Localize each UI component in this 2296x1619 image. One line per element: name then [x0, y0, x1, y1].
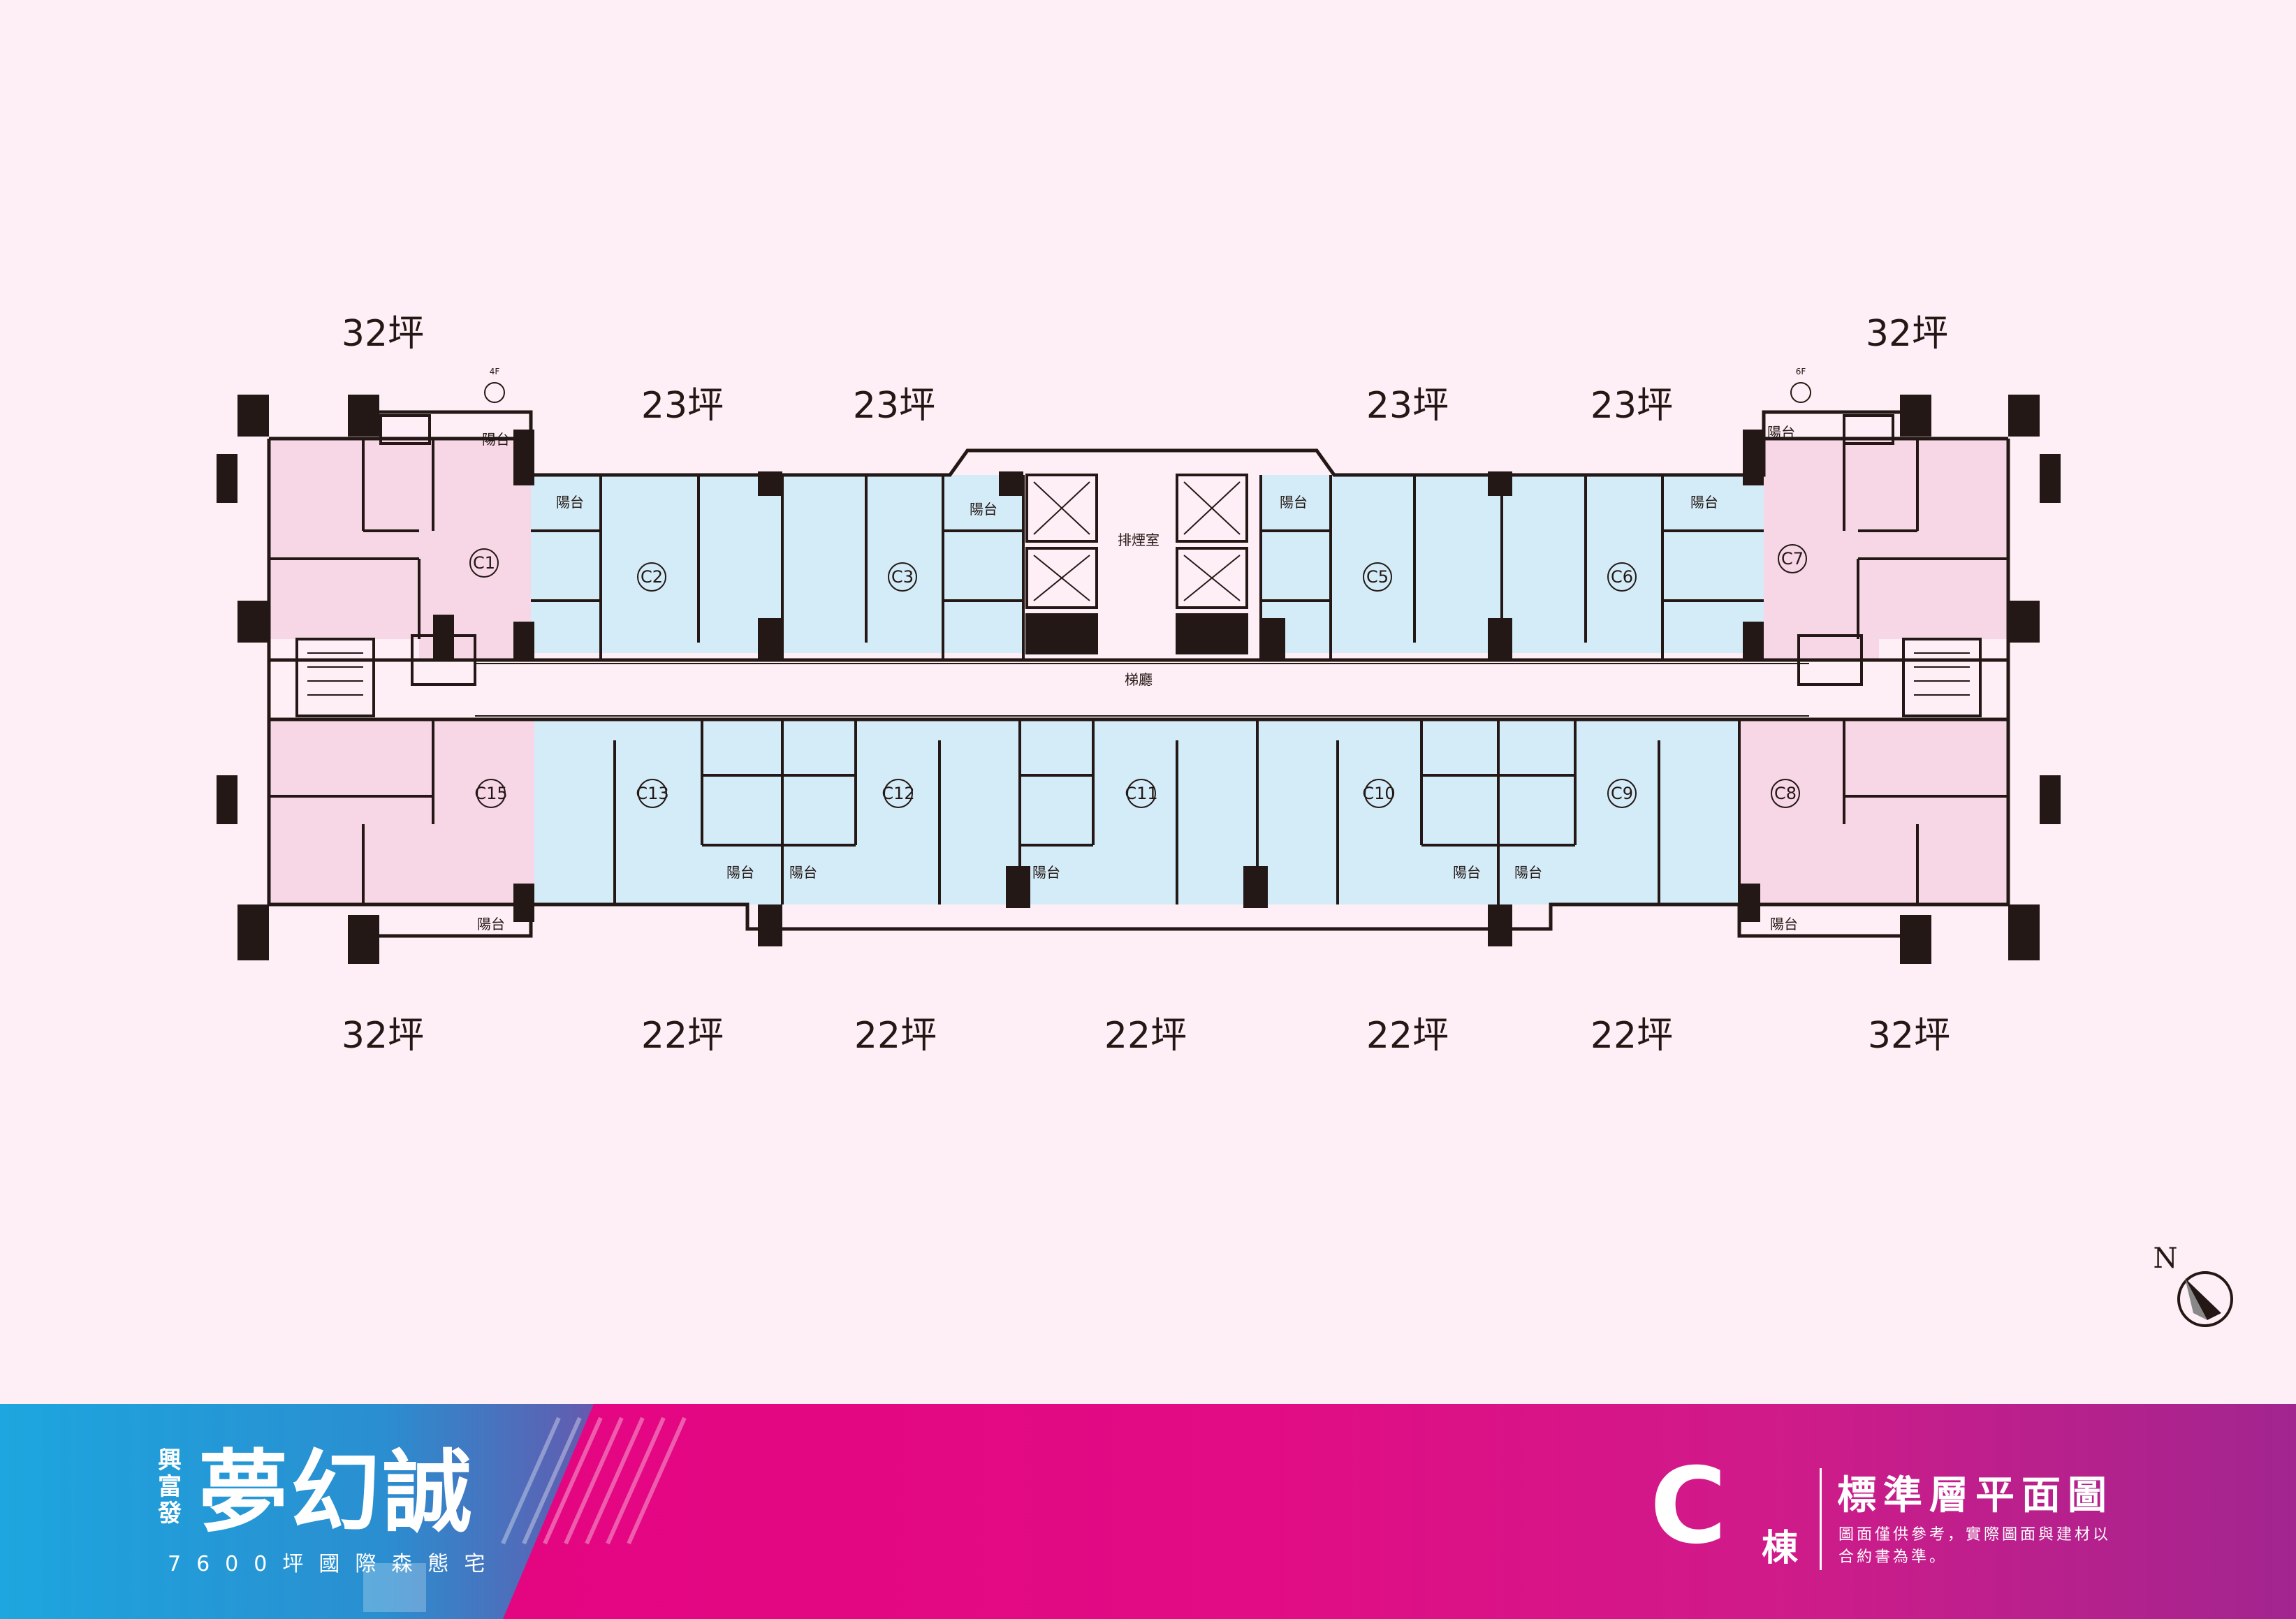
unit-id-c3: C3 [891, 567, 914, 587]
unit-c1-area [269, 439, 531, 660]
unit-id-c6: C6 [1611, 567, 1633, 587]
unit-size-c2: 23坪 [641, 385, 724, 427]
balcony-label: 陽台 [482, 431, 510, 448]
unit-id-c12: C12 [882, 784, 914, 803]
banner-divider [1820, 1468, 1822, 1570]
footer-banner: 興富發 夢幻誠 7600坪國際森態宅 C 棟 標準層平面圖 圖面僅供參考，實際圖… [0, 1404, 2296, 1619]
smoke-room-label: 排煙室 [1118, 532, 1160, 548]
unit-size-c6: 23坪 [1591, 385, 1673, 427]
unit-c11-area [1020, 719, 1257, 904]
floor-mark-left: 4F [490, 367, 500, 376]
unit-id-c9: C9 [1611, 784, 1633, 803]
unit-size-c9: 22坪 [1591, 1015, 1673, 1057]
floor-plan: 32坪 23坪 23坪 23坪 23坪 32坪 32坪 22坪 22坪 22坪 … [217, 313, 2233, 1327]
unit-id-c13: C13 [636, 784, 668, 803]
unit-id-c11: C11 [1125, 784, 1157, 803]
unit-c13-area [534, 719, 782, 904]
balcony-label: 陽台 [970, 501, 997, 518]
balcony-label: 陽台 [1767, 424, 1795, 441]
plan-title: 標準層平面圖 [1837, 1473, 2114, 1518]
balcony-label: 陽台 [477, 916, 505, 932]
banner-stripes-decoration [363, 1416, 687, 1612]
lobby-label: 梯廳 [1125, 671, 1153, 688]
brand-prefix: 興富發 [158, 1446, 182, 1528]
balcony-label: 陽台 [726, 864, 754, 881]
building-suffix: 棟 [1762, 1528, 1799, 1569]
unit-c10-area [1257, 719, 1498, 904]
unit-size-c3: 23坪 [853, 385, 935, 427]
unit-c15-area [269, 719, 534, 904]
unit-id-c2: C2 [641, 567, 663, 587]
floor-mark-right: 6F [1796, 367, 1806, 376]
unit-c8-area [1739, 719, 2008, 904]
north-label: N [2154, 1243, 2178, 1275]
plan-note: 圖面僅供參考，實際圖面與建材以合約書為準。 [1838, 1526, 2112, 1566]
balcony-label: 陽台 [1514, 864, 1542, 881]
unit-size-c10: 22坪 [1366, 1015, 1449, 1057]
balcony-label: 陽台 [1453, 864, 1481, 881]
unit-size-c1: 32坪 [342, 313, 424, 355]
unit-id-c1: C1 [473, 553, 495, 573]
unit-c9-area [1498, 719, 1739, 904]
unit-id-c7: C7 [1781, 549, 1804, 569]
unit-id-c8: C8 [1774, 784, 1797, 803]
unit-size-c5: 23坪 [1366, 385, 1449, 427]
unit-c6-area [1502, 475, 1764, 653]
brand-subtitle: 7600坪國際森態宅 [168, 1552, 501, 1576]
unit-id-c5: C5 [1366, 567, 1389, 587]
compass-icon [2177, 1271, 2233, 1327]
unit-size-c15: 32坪 [342, 1015, 424, 1057]
balcony-label: 陽台 [556, 494, 584, 511]
unit-c3-area [782, 475, 1023, 653]
unit-size-c7: 32坪 [1866, 313, 1948, 355]
unit-c7-area [1764, 439, 2008, 660]
unit-size-c8: 32坪 [1868, 1015, 1950, 1057]
balcony-label: 陽台 [1770, 916, 1798, 932]
unit-c12-area [782, 719, 1020, 904]
unit-size-c13: 22坪 [641, 1015, 724, 1057]
structural-columns [217, 395, 2061, 964]
banner-left-panel [0, 1404, 594, 1619]
unit-id-c10: C10 [1362, 784, 1395, 803]
balcony-label: 陽台 [1690, 494, 1718, 511]
unit-size-c11: 22坪 [1104, 1015, 1187, 1057]
balcony-label: 陽台 [1280, 494, 1308, 511]
balcony-label: 陽台 [1032, 864, 1060, 881]
unit-id-c15: C15 [474, 784, 507, 803]
building-letter: C [1650, 1446, 1727, 1567]
brand-title: 夢幻誠 [198, 1441, 476, 1545]
balcony-label: 陽台 [789, 864, 817, 881]
unit-size-c12: 22坪 [854, 1015, 937, 1057]
